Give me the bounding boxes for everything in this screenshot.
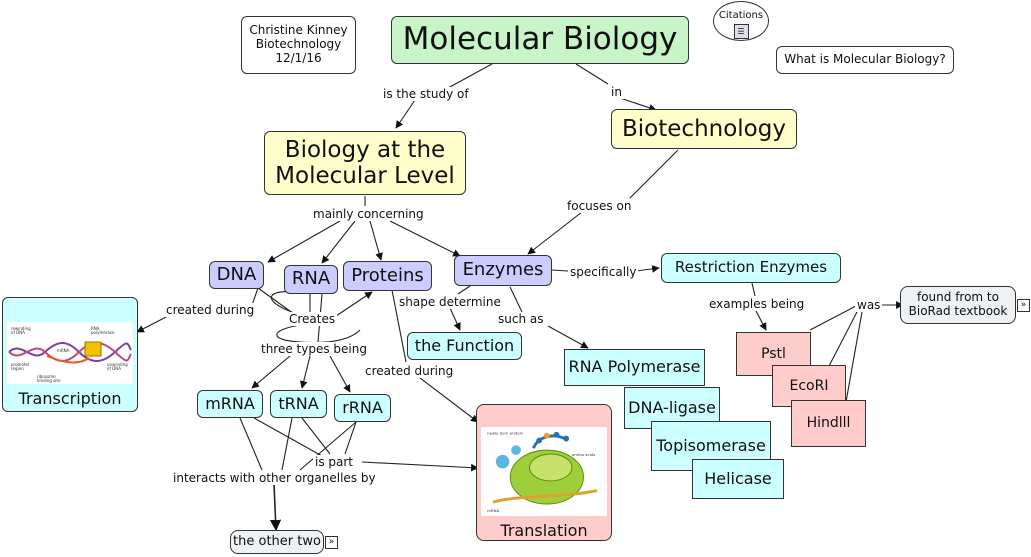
dna-node[interactable]: DNA — [209, 261, 264, 289]
found-from-textbook-node[interactable]: found from to BioRad textbook — [900, 286, 1016, 324]
link-label-interacts-with: interacts with other organelles by — [171, 471, 378, 485]
svg-text:region: region — [11, 366, 24, 371]
what-is-molecular-biology-note[interactable]: What is Molecular Biology? — [776, 46, 954, 74]
citations-button[interactable]: Citations ☰ — [713, 1, 769, 41]
svg-text:unwinding: unwinding — [107, 362, 128, 367]
link-label-three-types-being: three types being — [259, 342, 369, 356]
author-info-box[interactable]: Christine Kinney Biotechnology 12/1/16 — [241, 16, 356, 74]
transcription-illustration: rewinding of DNA RNA polymerase promoter… — [7, 322, 133, 384]
link-label-created-during-transcription: created during — [164, 303, 257, 317]
link-label-such-as: such as — [496, 312, 546, 326]
svg-text:promoter: promoter — [11, 362, 30, 367]
svg-text:binding site: binding site — [37, 378, 61, 383]
svg-text:newly born protein: newly born protein — [487, 431, 524, 436]
link-label-specifically: specifically — [568, 265, 639, 279]
translation-node[interactable]: newly born protein amino acids mRNA Tran… — [476, 404, 612, 541]
enzymes-node[interactable]: Enzymes — [454, 255, 552, 286]
link-label-shape-determine: shape determine — [397, 295, 503, 309]
link-label-is-the-study-of: is the study of — [381, 87, 471, 101]
link-label-focuses-on: focuses on — [565, 199, 634, 213]
svg-text:of DNA: of DNA — [11, 330, 25, 335]
the-function-node[interactable]: the Function — [407, 332, 522, 360]
trna-node[interactable]: tRNA — [270, 390, 327, 418]
link-label-was: was — [855, 298, 883, 312]
rna-node[interactable]: RNA — [284, 265, 338, 294]
transcription-node[interactable]: rewinding of DNA RNA polymerase promoter… — [2, 297, 138, 412]
svg-text:of DNA: of DNA — [107, 366, 121, 371]
svg-text:polymerase: polymerase — [91, 330, 115, 335]
svg-text:mRNA: mRNA — [487, 508, 499, 513]
rna-polymerase-node[interactable]: RNA Polymerase — [564, 349, 705, 386]
link-label-created-during-translation: created during — [363, 364, 456, 378]
transcription-label: Transcription — [18, 389, 122, 408]
rrna-node[interactable]: rRNA — [334, 394, 391, 422]
link-label-is-part: is part — [313, 455, 356, 469]
link-label-mainly-concerning: mainly concerning — [311, 207, 426, 221]
svg-text:mRNA: mRNA — [57, 348, 70, 353]
link-label-creates: Creates — [287, 312, 338, 326]
proteins-node[interactable]: Proteins — [343, 261, 432, 291]
citations-label: Citations — [718, 10, 764, 21]
restriction-enzymes-node[interactable]: Restriction Enzymes — [661, 253, 841, 283]
svg-text:ribosome: ribosome — [37, 374, 56, 379]
molecular-biology-node[interactable]: Molecular Biology — [391, 16, 689, 64]
translation-illustration: newly born protein amino acids mRNA — [481, 427, 607, 516]
biology-molecular-level-node[interactable]: Biology at the Molecular Level — [264, 131, 466, 195]
helicase-node[interactable]: Helicase — [692, 459, 784, 499]
translation-label: Translation — [500, 520, 588, 540]
expand-arrow-icon[interactable]: » — [1017, 299, 1030, 312]
svg-text:amino acids: amino acids — [572, 452, 595, 457]
svg-text:RNA: RNA — [91, 326, 100, 331]
document-icon: ☰ — [733, 23, 749, 39]
expand-arrow-icon[interactable]: » — [325, 536, 338, 549]
hindlll-node[interactable]: Hindlll — [791, 400, 866, 447]
svg-text:rewinding: rewinding — [11, 326, 31, 331]
mrna-node[interactable]: mRNA — [197, 390, 263, 418]
link-label-examples-being: examples being — [707, 297, 807, 311]
link-label-in: in — [609, 85, 624, 99]
biotechnology-node[interactable]: Biotechnology — [611, 109, 797, 149]
the-other-two-node[interactable]: the other two — [230, 530, 324, 554]
